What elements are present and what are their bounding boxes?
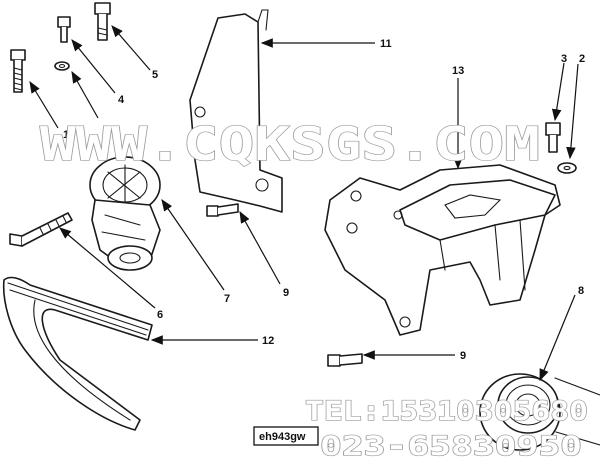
leader-6 (59, 227, 156, 309)
bolt-part-9-upper (206, 203, 239, 217)
bracket-part-13 (324, 164, 561, 336)
leader-5 (111, 25, 151, 71)
bolt-part-3 (545, 122, 561, 153)
leader-4 (71, 39, 116, 94)
watermark-site: WWW.CQKSGS.COM (40, 117, 540, 171)
belt-part-12 (2, 276, 153, 431)
leader-1 (29, 80, 59, 129)
callout-6: 6 (157, 309, 163, 321)
callout-1: 1 (63, 129, 69, 141)
callout-11: 11 (380, 38, 392, 50)
bolt-part-1 (10, 49, 26, 93)
leader-9-upper (239, 210, 281, 285)
bolt-part-4 (57, 16, 71, 43)
pulley-part-8 (479, 373, 600, 451)
washer-part-2 (557, 162, 577, 174)
callout-9-lower: 9 (460, 350, 466, 362)
bracket-part-11 (189, 9, 283, 213)
callout-7: 7 (224, 293, 230, 305)
callout-8: 8 (578, 285, 584, 297)
bolt-part-5 (94, 2, 111, 41)
washer-part-4 (54, 61, 70, 71)
drawing-code: eh943gw (259, 431, 306, 443)
bolt-part-6 (9, 212, 73, 247)
callout-13: 13 (452, 65, 464, 77)
leader-3 (551, 62, 565, 122)
leader-8 (539, 294, 576, 382)
callout-4: 4 (118, 94, 125, 106)
callout-9-upper: 9 (283, 287, 289, 299)
leader-4-washer (71, 70, 99, 119)
callout-3: 3 (561, 53, 567, 65)
callout-2: 2 (579, 53, 585, 65)
callout-12: 12 (262, 335, 274, 347)
callout-5: 5 (152, 69, 158, 81)
tensioner-part-7 (89, 156, 161, 271)
leader-7 (161, 199, 225, 291)
watermark-phone: 023-65830950 (320, 431, 582, 462)
drawing-code-box: eh943gw (253, 426, 319, 446)
watermark-tel: TEL:15310305680 (305, 396, 588, 427)
bolt-part-9-lower (327, 353, 363, 367)
leader-2 (566, 63, 579, 160)
